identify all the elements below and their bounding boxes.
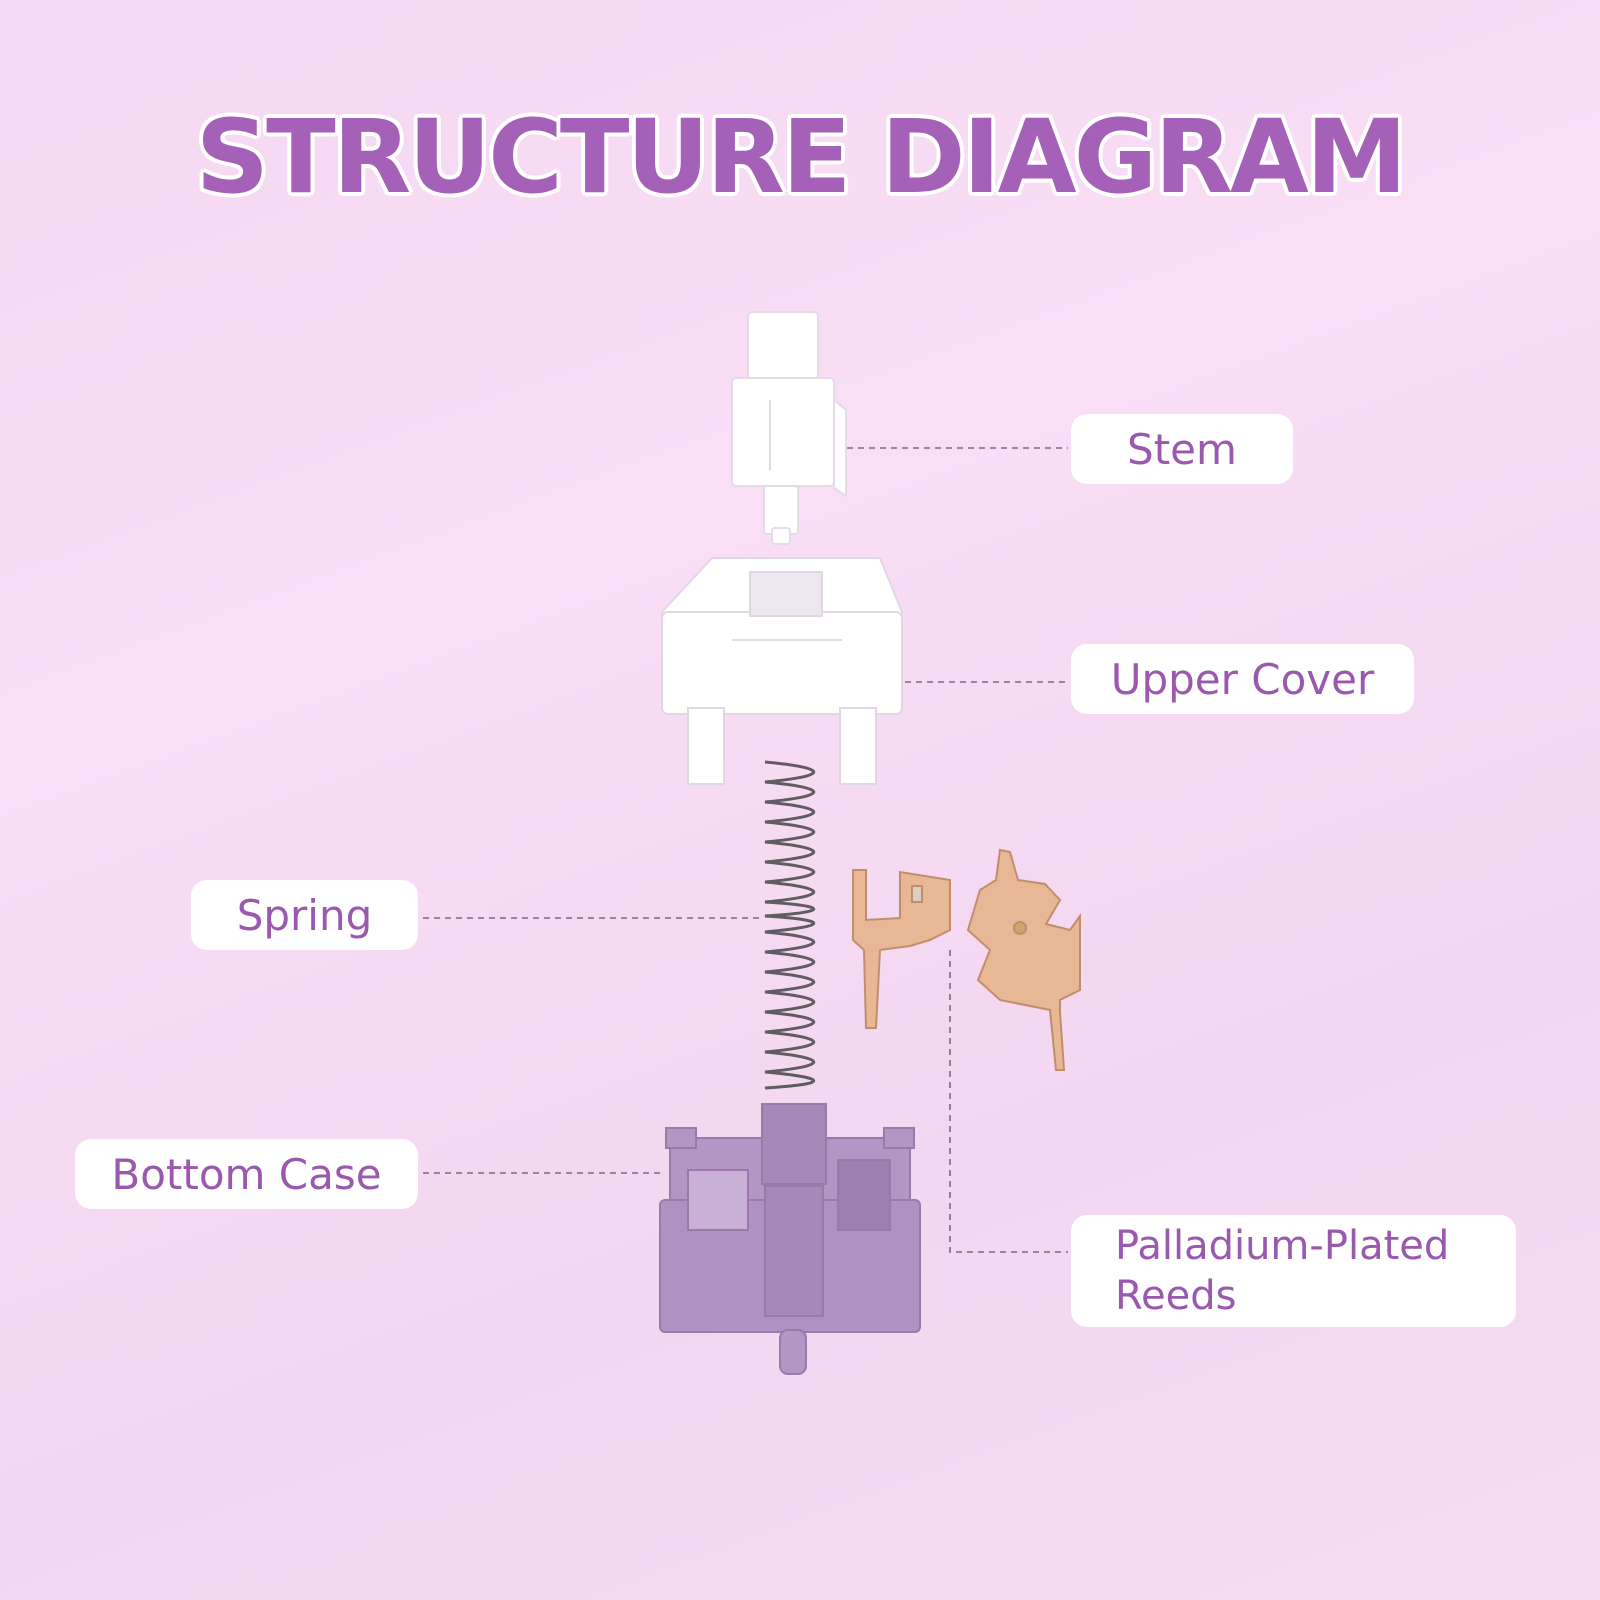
page-title: STRUCTURE DIAGRAM (195, 98, 1408, 217)
reeds-part (852, 848, 1081, 1071)
bottom-case-part (659, 1103, 921, 1375)
reeds-label: Palladium-Plated Reeds (1071, 1215, 1516, 1327)
reeds-leader-line (949, 950, 1068, 1253)
spring-part (764, 760, 816, 1090)
upper-cover-part (661, 557, 903, 785)
bottom-case-label: Bottom Case (75, 1139, 418, 1209)
stem-part (731, 311, 847, 545)
spring-label: Spring (191, 880, 418, 950)
upper-cover-label: Upper Cover (1071, 644, 1414, 714)
stem-label: Stem (1071, 414, 1293, 484)
